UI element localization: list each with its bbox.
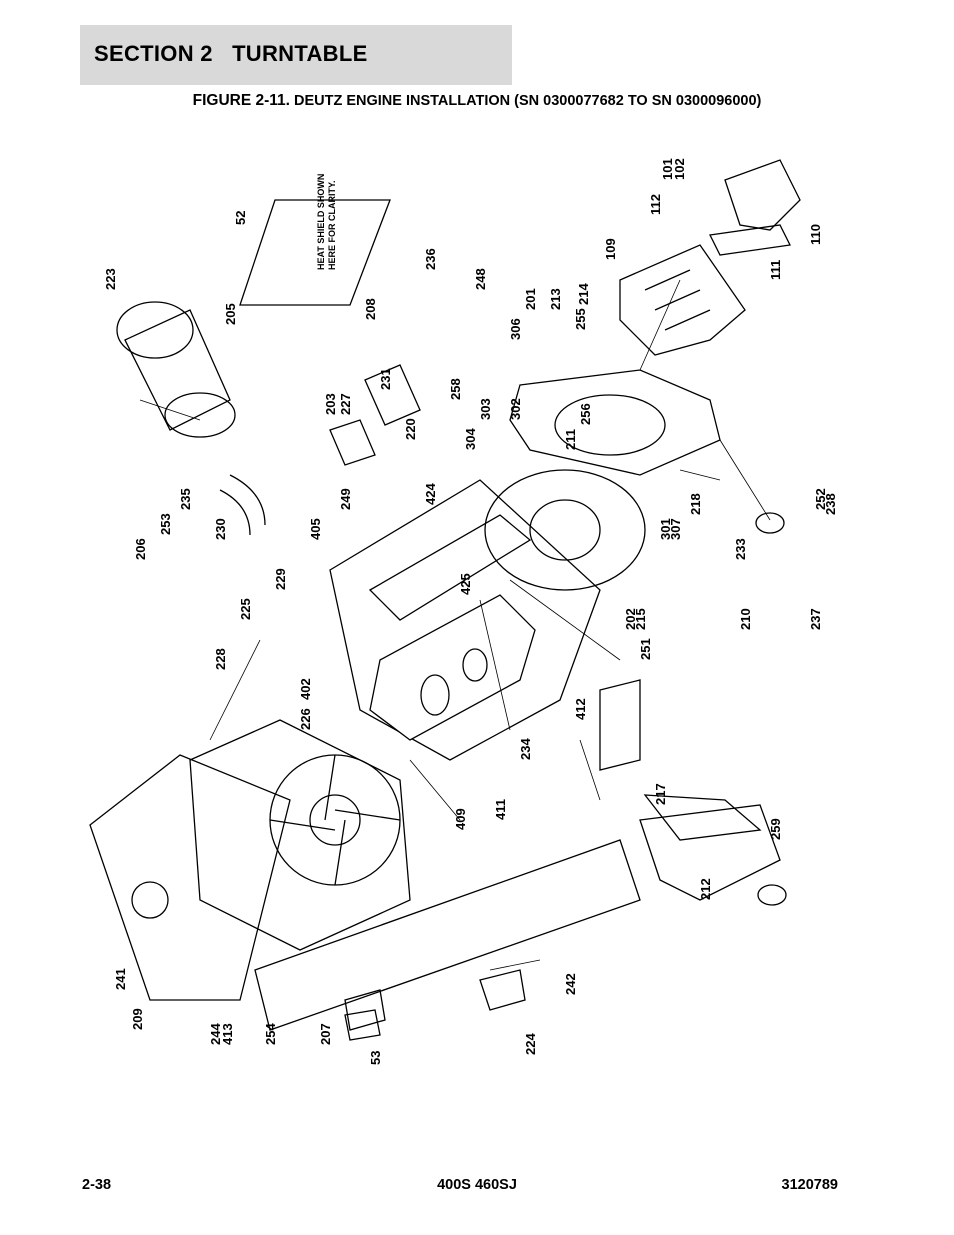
callout-425: 425: [458, 573, 473, 595]
figure-title: FIGURE 2-11. DEUTZ ENGINE INSTALLATION (…: [0, 92, 954, 110]
callout-213: 213: [548, 288, 563, 310]
figure-number: FIGURE 2-11.: [192, 92, 290, 109]
callout-112: 112: [648, 194, 663, 215]
callout-101: 101: [660, 158, 675, 180]
callout-102: 102: [672, 158, 687, 180]
callout-229: 229: [273, 568, 288, 590]
callout-306: 306: [508, 318, 523, 340]
section-title: SECTION 2 TURNTABLE: [94, 41, 368, 66]
callout-254: 254: [263, 1023, 278, 1045]
callout-413: 413: [220, 1023, 235, 1045]
callout-225: 225: [238, 598, 253, 620]
page-number: 2-38: [82, 1177, 112, 1193]
note-line-2: HERE FOR CLARITY.: [327, 180, 337, 270]
callout-253: 253: [158, 513, 173, 535]
callout-226: 226: [298, 708, 313, 730]
line-art: [89, 159, 801, 1041]
callout-233: 233: [733, 538, 748, 560]
callout-209: 209: [130, 1008, 145, 1030]
callout-214: 214: [576, 283, 591, 305]
callout-303: 303: [478, 398, 493, 420]
callout-238: 238: [823, 493, 838, 515]
figure-caption: DEUTZ ENGINE INSTALLATION (SN 0300077682…: [289, 93, 762, 109]
callout-241: 241: [113, 968, 128, 990]
callout-307: 307: [668, 518, 683, 540]
callout-111: 111: [768, 260, 783, 280]
callout-230: 230: [213, 518, 228, 540]
callout-302: 302: [508, 398, 523, 420]
callout-52: 52: [233, 211, 248, 225]
callout-201: 201: [523, 288, 538, 310]
callout-258: 258: [448, 378, 463, 400]
callout-220: 220: [403, 418, 418, 440]
callout-301: 301: [658, 518, 673, 540]
callout-259: 259: [768, 818, 783, 840]
callout-210: 210: [738, 608, 753, 630]
section-header-band: SECTION 2 TURNTABLE: [80, 25, 512, 85]
callout-248: 248: [473, 268, 488, 290]
callout-251: 251: [638, 638, 653, 660]
callout-110: 110: [808, 224, 823, 245]
callout-256: 256: [578, 403, 593, 425]
callout-217: 217: [653, 783, 668, 805]
callout-405: 405: [308, 518, 323, 540]
callout-227: 227: [338, 393, 353, 415]
model-number: 400S 460SJ: [437, 1177, 517, 1193]
callout-237: 237: [808, 608, 823, 630]
callout-231: 231: [378, 368, 393, 390]
callout-208: 208: [363, 298, 378, 320]
note-line-1: HEAT SHIELD SHOWN: [316, 174, 326, 270]
callout-224: 224: [523, 1033, 538, 1055]
callout-202: 202: [623, 608, 638, 630]
callout-409: 409: [453, 808, 468, 830]
callout-249: 249: [338, 488, 353, 510]
callout-255: 255: [573, 308, 588, 330]
callout-206: 206: [133, 538, 148, 560]
callout-236: 236: [423, 248, 438, 270]
engine-installation-drawing: HEAT SHIELD SHOWN HERE FOR CLARITY. 1011…: [89, 158, 838, 1065]
heat-shield-note: HEAT SHIELD SHOWN HERE FOR CLARITY.: [316, 174, 337, 270]
callout-424: 424: [423, 483, 438, 505]
callout-244: 244: [208, 1023, 223, 1045]
callout-223: 223: [103, 268, 118, 290]
callout-207: 207: [318, 1023, 333, 1045]
callout-218: 218: [688, 493, 703, 515]
document-number: 3120789: [781, 1177, 838, 1193]
callout-228: 228: [213, 648, 228, 670]
callout-53: 53: [368, 1051, 383, 1065]
callout-205: 205: [223, 303, 238, 325]
callout-412: 412: [573, 698, 588, 720]
callout-235: 235: [178, 488, 193, 510]
callout-203: 203: [323, 393, 338, 415]
callout-411: 411: [493, 799, 508, 820]
leader-lines: [139, 279, 771, 971]
callout-215: 215: [633, 608, 648, 630]
callout-211: 211: [563, 429, 578, 450]
callout-304: 304: [463, 428, 478, 450]
callout-402: 402: [298, 678, 313, 700]
callout-242: 242: [563, 973, 578, 995]
callout-212: 212: [698, 878, 713, 900]
callout-252: 252: [813, 488, 828, 510]
callout-234: 234: [518, 738, 533, 760]
callout-109: 109: [603, 238, 618, 260]
